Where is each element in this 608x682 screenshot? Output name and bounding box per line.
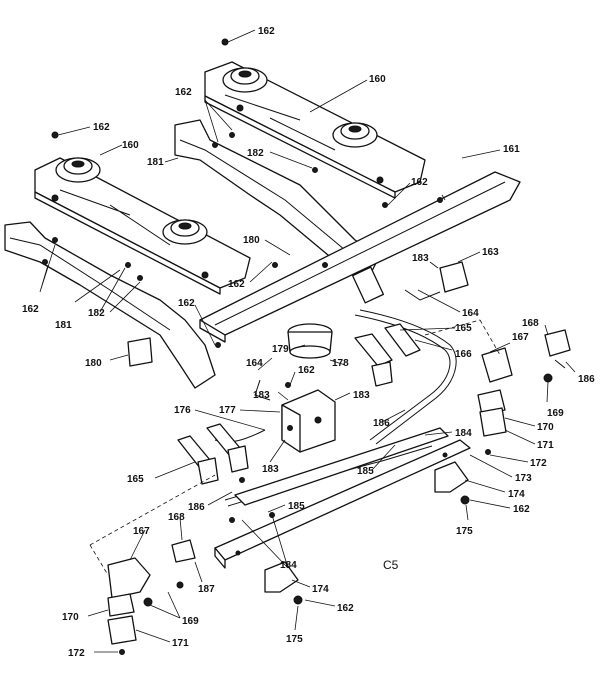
right-bracket-group [477,329,571,437]
part-label-168: 168 [168,512,185,523]
part-label-170: 170 [62,612,79,623]
assembly-guides [89,319,501,576]
part-label-165: 165 [455,323,472,334]
left-bracket-group [107,539,196,645]
burner-support-left [4,221,216,389]
part-label-162: 162 [258,26,275,37]
part-label-169: 169 [182,616,199,627]
part-label-162: 162 [298,365,315,376]
part-label-162: 162 [175,87,192,98]
part-label-172: 172 [530,458,547,469]
upper-rail [234,427,449,506]
part-label-172: 172 [68,648,85,659]
part-label-170: 170 [537,422,554,433]
manifold-panel [199,171,521,343]
part-label-178: 178 [332,358,349,369]
part-label-162: 162 [228,279,245,290]
pressure-regulator [287,323,333,359]
burner-box-right [204,61,426,199]
part-label-174: 174 [312,584,329,595]
screws [42,38,491,655]
part-label-183: 183 [353,390,370,401]
part-label-181: 181 [55,320,72,331]
part-label-162: 162 [513,504,530,515]
main-rail [214,439,471,569]
part-label-185: 185 [357,466,374,477]
rail-end-brackets [264,461,469,593]
part-label-163: 163 [482,247,499,258]
part-label-165: 165 [127,474,144,485]
part-label-162: 162 [93,122,110,133]
part-labels: 162 162 160 162 160 181 182 161 162 180 … [22,26,595,659]
part-label-177: 177 [219,405,236,416]
part-label-182: 182 [247,148,264,159]
part-label-186: 186 [373,418,390,429]
part-label-185: 185 [288,501,305,512]
part-label-175: 175 [286,634,303,645]
part-label-186: 186 [188,502,205,513]
part-label-162: 162 [337,603,354,614]
part-label-164: 164 [246,358,263,369]
part-label-161: 161 [503,144,520,155]
part-label-181: 181 [147,157,164,168]
part-label-167: 167 [133,526,150,537]
part-label-187: 187 [198,584,215,595]
part-label-166: 166 [455,349,472,360]
part-label-184: 184 [455,428,472,439]
part-label-162: 162 [411,177,428,188]
leader-lines [39,29,576,653]
part-label-168: 168 [522,318,539,329]
part-label-175: 175 [456,526,473,537]
part-label-162: 162 [22,304,39,315]
part-label-183: 183 [412,253,429,264]
part-label-160: 160 [369,74,386,85]
part-label-173: 173 [515,473,532,484]
part-label-164: 164 [462,308,479,319]
part-label-162: 162 [178,298,195,309]
part-label-179: 179 [272,344,289,355]
part-label-160: 160 [122,140,139,151]
part-label-182: 182 [88,308,105,319]
burner-box-left [34,157,251,295]
part-label-167: 167 [512,332,529,343]
valve-spuds [177,323,421,485]
part-label-174: 174 [508,489,525,500]
part-label-171: 171 [172,638,189,649]
part-label-169: 169 [547,408,564,419]
part-label-186: 186 [578,374,595,385]
part-label-184: 184 [280,560,297,571]
part-label-180: 180 [243,235,260,246]
part-label-176: 176 [174,405,191,416]
part-label-183: 183 [253,390,270,401]
part-label-183: 183 [262,464,279,475]
part-label-180: 180 [85,358,102,369]
part-label-171: 171 [537,440,554,451]
section-code: C5 [383,558,399,572]
valve-assembly [281,389,336,453]
